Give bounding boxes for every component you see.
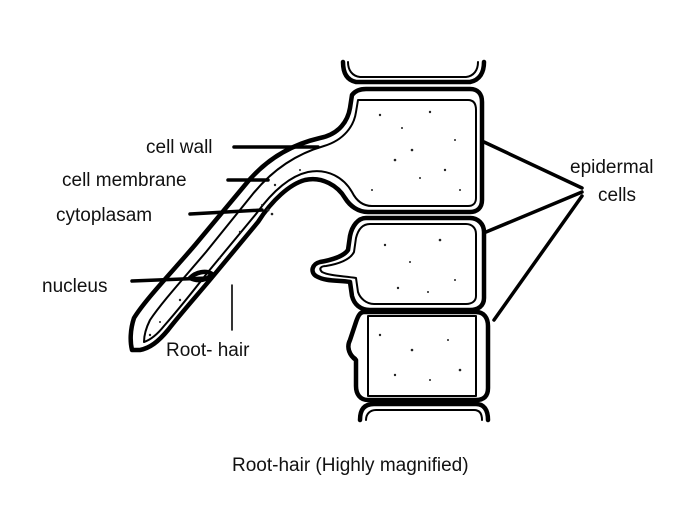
label-cell-wall: cell wall (146, 137, 213, 158)
label-cell-membrane: cell membrane (62, 170, 187, 191)
label-nucleus: nucleus (42, 276, 108, 297)
figure-caption: Root-hair (Highly magnified) (232, 455, 469, 476)
lower-epidermal-cell (346, 309, 491, 403)
label-cytoplasam: cytoplasam (56, 205, 152, 226)
label-root-hair: Root- hair (166, 340, 250, 361)
middle-epidermal-cell (310, 215, 487, 313)
label-cells: cells (598, 185, 636, 206)
bottom-partial-cell (357, 401, 491, 423)
label-epidermal: epidermal (570, 157, 653, 178)
leader-lines (130, 140, 584, 331)
cytoplasm-stipple (148, 110, 462, 381)
top-partial-cell (340, 59, 487, 85)
